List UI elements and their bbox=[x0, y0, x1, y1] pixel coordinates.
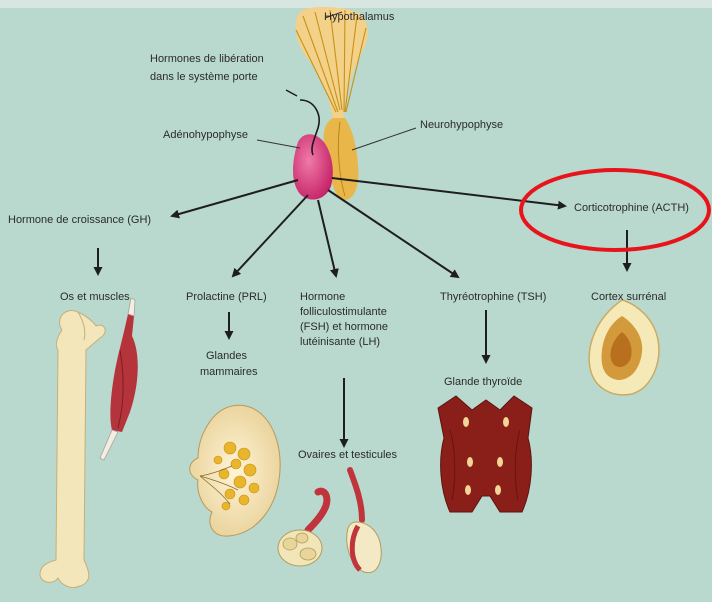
label-fsh-lh-line1: Hormone bbox=[300, 290, 345, 304]
label-adrenal-cortex: Cortex surrénal bbox=[591, 290, 666, 304]
label-mammary-line1: Glandes bbox=[206, 349, 247, 363]
leader-adenohypophysis bbox=[257, 140, 300, 148]
arrow-to-prl bbox=[233, 195, 308, 276]
label-ovaries-testes: Ovaires et testicules bbox=[298, 448, 397, 462]
adrenal-illustration bbox=[589, 300, 659, 395]
label-neurohypophysis: Neurohypophyse bbox=[420, 118, 503, 132]
label-adenohypophysis: Adénohypophyse bbox=[163, 128, 248, 142]
label-fsh-lh-line2: folliculostimulante bbox=[300, 305, 387, 319]
label-releasing-hormones-line2: dans le système porte bbox=[150, 70, 258, 84]
label-hypothalamus: Hypothalamus bbox=[324, 10, 394, 24]
thyroid-illustration bbox=[438, 396, 532, 512]
muscle-illustration bbox=[100, 298, 138, 460]
gonads-illustration bbox=[278, 470, 381, 573]
label-thyrotropin: Thyréotrophine (TSH) bbox=[440, 290, 546, 304]
label-bones-muscles: Os et muscles bbox=[60, 290, 130, 304]
label-corticotropin: Corticotrophine (ACTH) bbox=[574, 201, 689, 215]
label-fsh-lh-line4: lutéinisante (LH) bbox=[300, 335, 380, 349]
label-releasing-hormones-line1: Hormones de libération bbox=[150, 52, 264, 66]
mammary-gland-illustration bbox=[190, 405, 280, 536]
label-fsh-lh-line3: (FSH) et hormone bbox=[300, 320, 388, 334]
femur-illustration bbox=[40, 311, 105, 588]
arrow-to-gh bbox=[172, 180, 298, 216]
leader-neurohypophysis bbox=[352, 128, 416, 150]
arrow-to-tsh bbox=[328, 190, 458, 277]
label-mammary-line2: mammaires bbox=[200, 365, 257, 379]
label-thyroid: Glande thyroïde bbox=[444, 375, 522, 389]
top-band bbox=[0, 0, 712, 8]
arrow-to-fsh-lh bbox=[318, 200, 336, 276]
label-growth-hormone: Hormone de croissance (GH) bbox=[8, 213, 151, 227]
label-prolactin: Prolactine (PRL) bbox=[186, 290, 267, 304]
